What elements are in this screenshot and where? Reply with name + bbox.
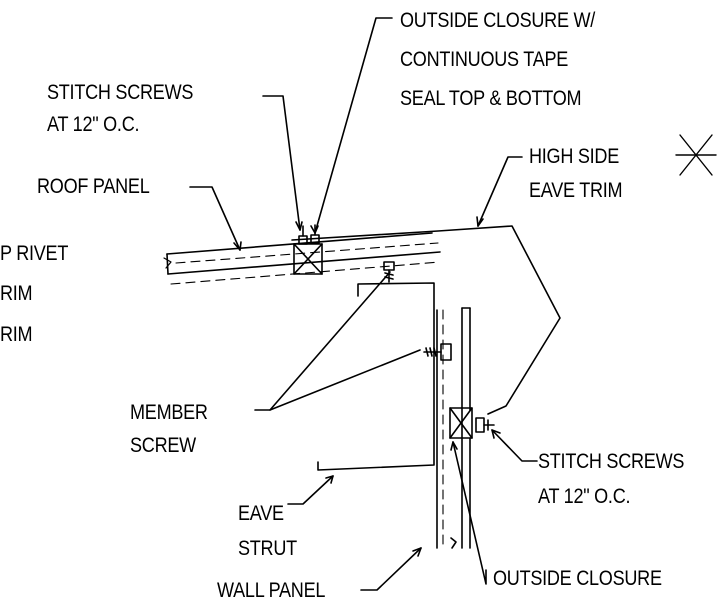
- label-roof-panel: ROOF PANEL: [37, 175, 150, 198]
- eave-strut: [317, 282, 435, 471]
- label-stitch-screws-bottom-1: STITCH SCREWS: [538, 450, 685, 473]
- label-wall-panel: WALL PANEL: [217, 579, 326, 602]
- outside-closure-wall: [449, 407, 473, 439]
- leader-high-side-eave-trim: [476, 156, 523, 227]
- asterisk-icon: [675, 134, 717, 176]
- leader-eave-strut: [287, 475, 334, 505]
- label-outside-closure: OUTSIDE CLOSURE: [493, 567, 662, 590]
- label-member-screw-2: SCREW: [130, 434, 196, 457]
- label-stitch-screws-top-1: STITCH SCREWS: [47, 81, 194, 104]
- label-high-side-2: EAVE TRIM: [529, 179, 623, 202]
- label-outside-closure-tape-1: OUTSIDE CLOSURE W/: [400, 9, 596, 32]
- leader-stitch-screws-bottom: [491, 429, 538, 462]
- leader-outside-closure-tape: [310, 17, 393, 234]
- high-side-eave-trim: [291, 225, 561, 415]
- label-high-side-1: HIGH SIDE: [529, 145, 620, 168]
- label-outside-closure-tape-3: SEAL TOP & BOTTOM: [400, 87, 582, 110]
- leader-roof-panel: [189, 186, 242, 251]
- leader-stitch-screws-top: [262, 95, 303, 231]
- label-outside-closure-tape-2: CONTINUOUS TAPE: [400, 48, 569, 71]
- stitch-screw-wall: [475, 417, 495, 433]
- label-pop-rivet-3: RIM: [0, 323, 33, 346]
- label-stitch-screws-top-2: AT 12" O.C.: [47, 113, 140, 136]
- label-pop-rivet-1: P RIVET: [0, 242, 69, 265]
- label-member-screw-1: MEMBER: [130, 401, 208, 424]
- leader-outside-closure: [450, 441, 487, 585]
- member-screw-strut: [423, 343, 452, 361]
- outside-closure-block-top: [293, 243, 323, 275]
- wall-panel: [436, 307, 471, 549]
- label-eave-strut-1: EAVE: [238, 502, 284, 525]
- label-eave-strut-2: STRUT: [238, 537, 297, 560]
- leader-member-screw: [254, 271, 421, 411]
- label-pop-rivet-2: RIM: [0, 282, 33, 305]
- label-stitch-screws-bottom-2: AT 12" O.C.: [538, 485, 631, 508]
- leader-wall-panel: [360, 547, 422, 591]
- roof-panel: [163, 232, 441, 285]
